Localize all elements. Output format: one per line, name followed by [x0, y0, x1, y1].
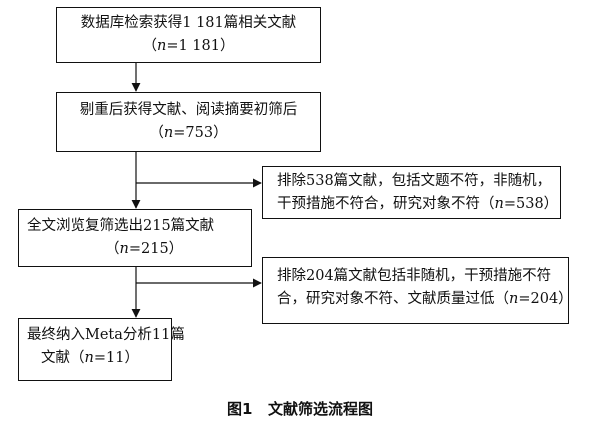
- n-variable: n: [119, 241, 129, 257]
- exclusion-abstract-line1: 排除538篇文献，包括文题不符，非随机，: [277, 173, 552, 189]
- figure-label: 图1: [226, 400, 253, 418]
- figure-caption: 图1 文献筛选流程图: [0, 398, 600, 419]
- n-variable: n: [509, 291, 519, 307]
- box-exclusion-abstract: 排除538篇文献，包括文题不符，非随机， 干预措施不符合，研究对象不符（n=53…: [262, 166, 561, 219]
- exclusion-fulltext-line2: 合，研究对象不符、文献质量过低（n=204）: [277, 288, 573, 311]
- n-prefix: （: [149, 125, 164, 141]
- figure-title: 文献筛选流程图: [268, 400, 374, 418]
- box-dedup-screening: 剔重后获得文献、阅读摘要初筛后 （n=753）: [56, 92, 321, 152]
- n-value: =538）: [503, 196, 559, 212]
- n-value: =753）: [173, 125, 228, 141]
- dedup-screening-text: 剔重后获得文献、阅读摘要初筛后: [79, 102, 298, 118]
- exclusion-abstract-reasons: 干预措施不符合，研究对象不符（: [277, 196, 495, 212]
- final-inclusion-count: 文献（n=11）: [27, 347, 171, 370]
- box-exclusion-fulltext: 排除204篇文献包括非随机，干预措施不符 合，研究对象不符、文献质量过低（n=2…: [262, 257, 573, 324]
- box-database-search: 数据库检索获得1 181篇相关文献 （n=1 181）: [56, 7, 321, 63]
- box-final-inclusion: 最终纳入Meta分析11篇 文献（n=11）: [18, 318, 185, 381]
- n-value: =1 181）: [166, 38, 235, 54]
- n-value: =204）: [518, 291, 573, 307]
- database-search-count: （n=1 181）: [57, 35, 320, 58]
- fulltext-screening-count: （n=215）: [27, 238, 251, 261]
- n-prefix: （: [142, 38, 157, 54]
- exclusion-fulltext-reasons: 合，研究对象不符、文献质量过低（: [277, 291, 509, 307]
- n-value: =11）: [93, 350, 139, 366]
- exclusion-fulltext-line1: 排除204篇文献包括非随机，干预措施不符: [277, 268, 552, 284]
- exclusion-abstract-line2: 干预措施不符合，研究对象不符（n=538）: [277, 193, 560, 216]
- final-inclusion-text: 最终纳入Meta分析11篇: [27, 327, 185, 343]
- fulltext-screening-text: 全文浏览复筛选出215篇文献: [27, 218, 215, 234]
- database-search-text: 数据库检索获得1 181篇相关文献: [80, 15, 297, 31]
- n-variable: n: [84, 350, 94, 366]
- n-variable: n: [163, 125, 174, 141]
- n-variable: n: [156, 38, 167, 54]
- dedup-screening-count: （n=753）: [57, 122, 320, 145]
- final-inclusion-label: 文献（: [41, 350, 85, 366]
- n-variable: n: [494, 196, 504, 212]
- n-value: =215）: [128, 241, 184, 257]
- n-prefix: （: [105, 241, 120, 257]
- box-fulltext-screening: 全文浏览复筛选出215篇文献 （n=215）: [18, 209, 252, 267]
